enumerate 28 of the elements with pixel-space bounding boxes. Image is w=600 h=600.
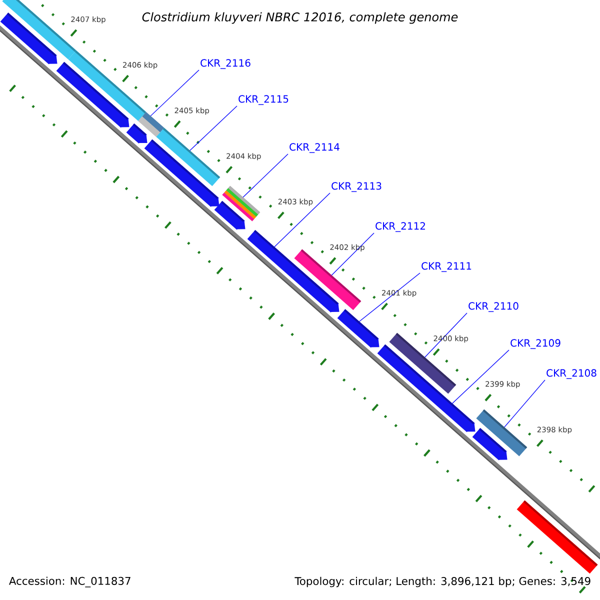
- cds-block: [377, 344, 476, 432]
- cds-block: [472, 428, 508, 460]
- leader-line: [358, 272, 420, 322]
- gene-label: CKR_2115: [238, 95, 288, 105]
- title: Clostridium kluyveri NBRC 12016, complete genome: [142, 12, 458, 24]
- gene-label: CKR_2111: [422, 262, 472, 272]
- gene-block: [156, 128, 220, 186]
- gene-block: [138, 112, 164, 137]
- gene-label: CKR_2110: [468, 302, 518, 312]
- leader-line: [190, 106, 238, 151]
- leader-line: [424, 312, 468, 358]
- cds-block: [337, 309, 380, 348]
- leader-line: [331, 232, 374, 276]
- gene-label: CKR_2109: [510, 339, 560, 349]
- cds-block: [126, 123, 148, 144]
- leader-line: [150, 70, 200, 116]
- gene-label: CKR_2112: [376, 222, 425, 232]
- gene-label: CKR_2113: [332, 182, 382, 192]
- gene-label: CKR_2108: [546, 369, 596, 379]
- accession-label: Accession: NC_011837: [9, 576, 130, 588]
- gene-label: CKR_2114: [290, 143, 340, 153]
- gene-block: [516, 500, 598, 574]
- leader-line: [274, 192, 330, 248]
- gene-label: CKR_2116: [200, 59, 250, 69]
- leader-line: [504, 380, 546, 428]
- leader-line: [452, 350, 510, 404]
- leader-line: [242, 154, 288, 198]
- cds-block: [214, 200, 246, 230]
